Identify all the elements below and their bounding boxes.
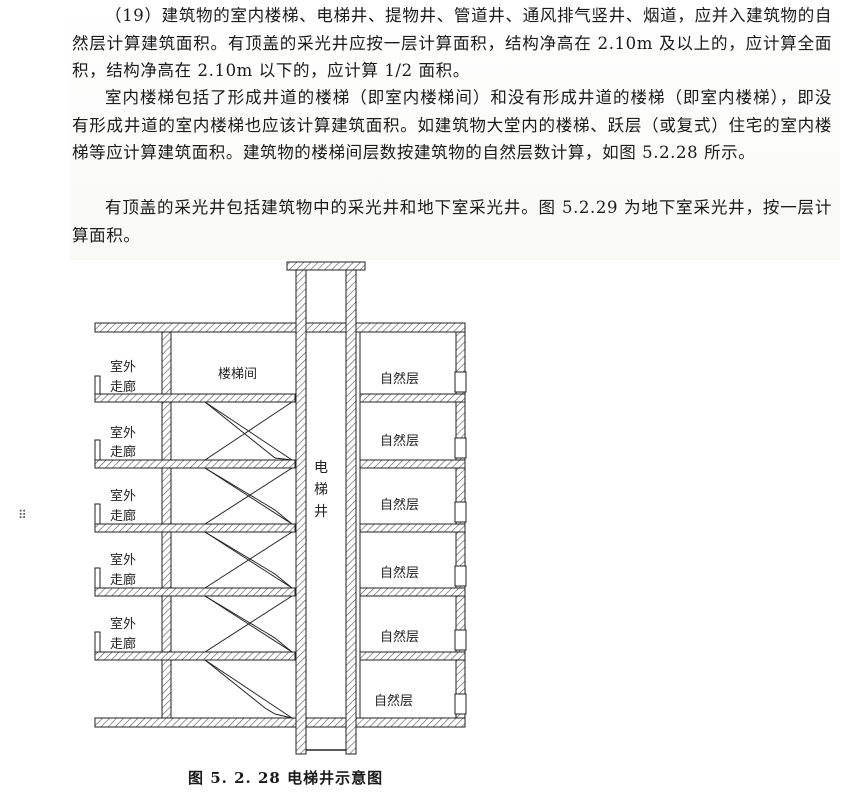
drag-handle-icon[interactable]: ⠿ — [18, 508, 29, 522]
floor-label-2: 自然层 — [380, 433, 419, 449]
stairwell-label: 楼梯间 — [218, 367, 257, 382]
shaft-roof — [286, 261, 366, 271]
shaft-label-2: 梯 — [314, 482, 328, 498]
corridor-1-bottom: 走廊 — [110, 379, 136, 395]
figure-caption: 图 5. 2. 28 电梯井示意图 — [188, 769, 384, 787]
corridor-2-top: 室外 — [110, 425, 136, 441]
shaft-wall-left — [295, 263, 307, 755]
corridor-2-bottom: 走廊 — [110, 444, 136, 460]
corridor-3-top: 室外 — [110, 488, 136, 504]
corridor-4-bottom: 走廊 — [110, 572, 136, 588]
inner-wall-right — [355, 331, 361, 719]
corridor-4-top: 室外 — [110, 552, 136, 568]
corridor-5-top: 室外 — [110, 616, 136, 632]
roof-slab — [94, 322, 466, 333]
corridor-railings — [94, 375, 101, 653]
paragraph-3: 有顶盖的采光井包括建筑物中的采光井和地下室采光井。图 5.2.29 为地下室采光… — [72, 198, 832, 245]
corridor-3-bottom: 走廊 — [110, 508, 136, 524]
floor-label-5: 自然层 — [380, 629, 419, 645]
floor-label-3: 自然层 — [380, 497, 419, 513]
paragraph-1: （19）建筑物的室内楼梯、电梯井、提物井、管道井、通风排气竖井、烟道，应并入建筑… — [72, 6, 832, 81]
ground-slab — [94, 717, 466, 728]
shaft-wall-right — [345, 263, 357, 755]
corridor-1-top: 室外 — [110, 359, 136, 375]
floor-label-6: 自然层 — [374, 693, 413, 709]
paragraph-2: 室内楼梯包括了形成井道的楼梯（即室内楼梯间）和没有形成井道的楼梯（即室内楼梯），… — [72, 88, 832, 163]
shaft-label-3: 井 — [314, 504, 328, 520]
floor-label-1: 自然层 — [380, 371, 419, 387]
corridor-slabs — [94, 393, 296, 661]
stair-flights — [204, 401, 293, 719]
floor-label-4: 自然层 — [380, 565, 419, 581]
corridor-5-bottom: 走廊 — [110, 636, 136, 652]
shaft-label-1: 电 — [314, 460, 328, 476]
